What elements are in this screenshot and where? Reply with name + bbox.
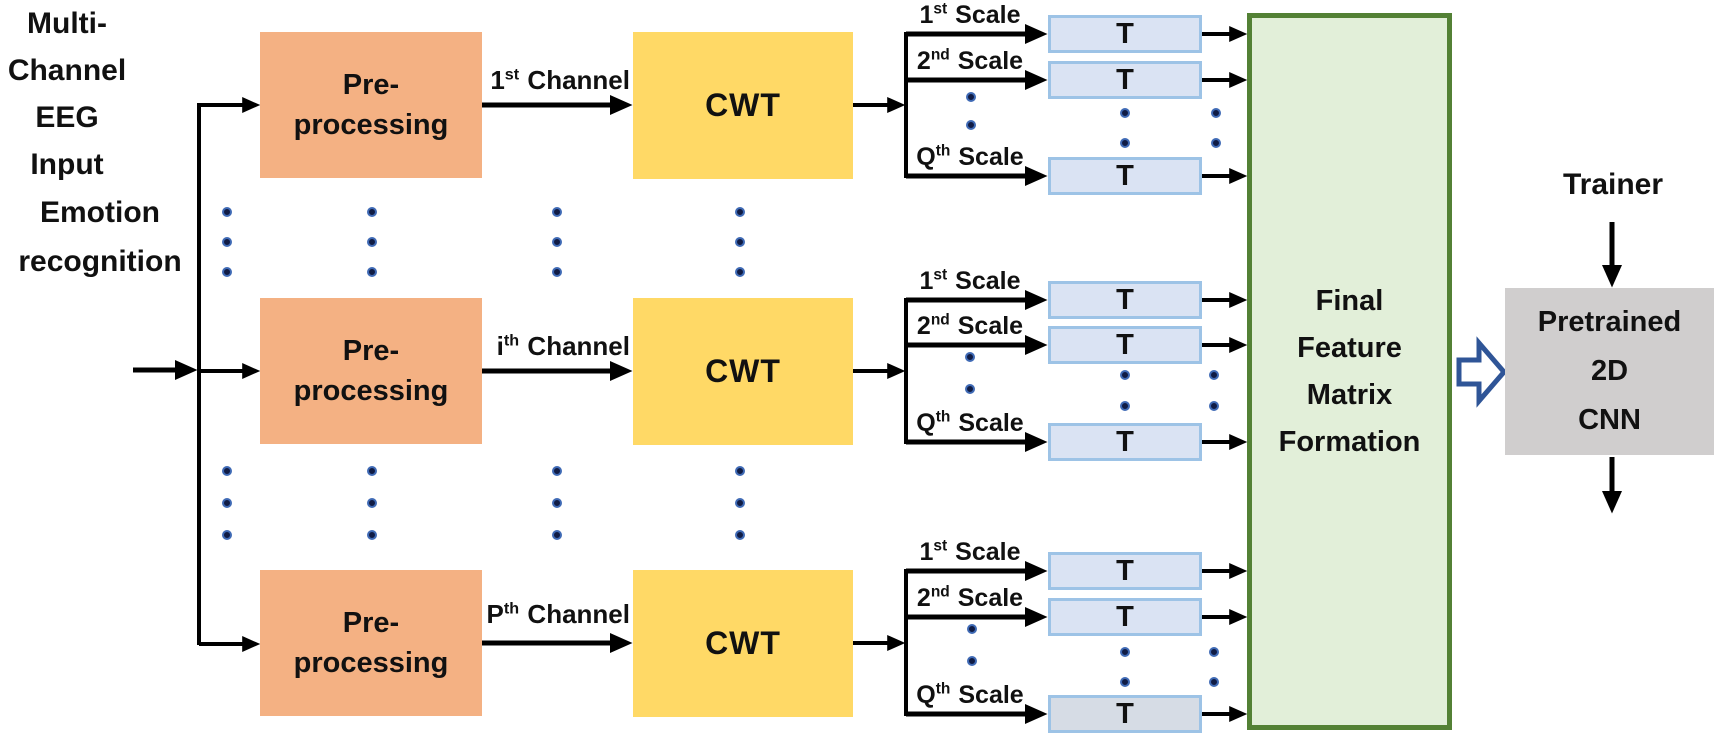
ellipsis-dot [965, 384, 975, 394]
ellipsis-dot [552, 207, 562, 217]
transpose-box: T [1048, 552, 1202, 590]
ellipsis-dot [735, 466, 745, 476]
ellipsis-dot [367, 466, 377, 476]
ellipsis-dot [1120, 370, 1130, 380]
ellipsis-dot [222, 530, 232, 540]
ellipsis-dot [1211, 138, 1221, 148]
pretrained-cnn-box: Pretrained 2D CNN [1505, 288, 1714, 455]
ellipsis-dot [367, 267, 377, 277]
ellipsis-dot [1209, 401, 1219, 411]
ellipsis-dot [735, 207, 745, 217]
ellipsis-dot [222, 237, 232, 247]
cwt-box-2: CWT [633, 298, 853, 445]
ellipsis-dot [966, 92, 976, 102]
ellipsis-dot [367, 237, 377, 247]
emotion-recognition-label: Emotion recognition [18, 196, 182, 278]
input-label-line: Channel [7, 54, 127, 87]
transpose-box: T [1048, 423, 1202, 461]
input-label-line: EEG [35, 101, 99, 134]
ellipsis-dot [1211, 108, 1221, 118]
ellipsis-dot [735, 237, 745, 247]
ellipsis-dot [1120, 677, 1130, 687]
ellipsis-dot [967, 656, 977, 666]
ellipsis-dot [735, 498, 745, 508]
wire-group [133, 24, 1622, 724]
transpose-box: T [1048, 61, 1202, 99]
transpose-box: T [1048, 326, 1202, 364]
ellipsis-dot [967, 624, 977, 634]
ellipsis-dot [966, 120, 976, 130]
transpose-box: T [1048, 281, 1202, 319]
ellipsis-dot [367, 207, 377, 217]
ellipsis-dot [222, 267, 232, 277]
ellipsis-dot [1120, 138, 1130, 148]
ellipsis-dot [367, 498, 377, 508]
transpose-box: T [1048, 695, 1202, 733]
block-arrow-icon [1456, 336, 1508, 408]
ellipsis-dot [735, 267, 745, 277]
ellipsis-dot [552, 237, 562, 247]
multichannel-eeg-input-label: Multi- Channel EEG Input [0, 0, 134, 188]
ellipsis-dot [1209, 647, 1219, 657]
ellipsis-dot [1120, 108, 1130, 118]
input-label-line: Input [30, 148, 104, 181]
ellipsis-dot [552, 466, 562, 476]
ellipsis-dot [552, 498, 562, 508]
ellipsis-dot [222, 207, 232, 217]
preprocessing-box-1: Pre- processing [260, 32, 482, 178]
ellipsis-dot [552, 530, 562, 540]
preprocessing-box-2: Pre- processing [260, 298, 482, 444]
transpose-box: T [1048, 15, 1202, 53]
transpose-box: T [1048, 598, 1202, 636]
preprocessing-box-3: Pre- processing [260, 570, 482, 716]
trainer-label: Trainer [1562, 168, 1664, 201]
ellipsis-dot [1209, 677, 1219, 687]
ellipsis-dot [552, 267, 562, 277]
ellipsis-dot [222, 498, 232, 508]
cwt-box-3: CWT [633, 570, 853, 717]
ellipsis-dot [1120, 647, 1130, 657]
final-feature-matrix-box: Final Feature Matrix Formation [1247, 13, 1452, 730]
ellipsis-dot [735, 530, 745, 540]
input-label-line: Multi- [27, 7, 107, 40]
transpose-box: T [1048, 157, 1202, 195]
ellipsis-dot [1120, 401, 1130, 411]
ellipsis-dot [367, 530, 377, 540]
ellipsis-dot [222, 466, 232, 476]
cwt-box-1: CWT [633, 32, 853, 179]
ellipsis-dot [965, 352, 975, 362]
ellipsis-dot [1209, 370, 1219, 380]
